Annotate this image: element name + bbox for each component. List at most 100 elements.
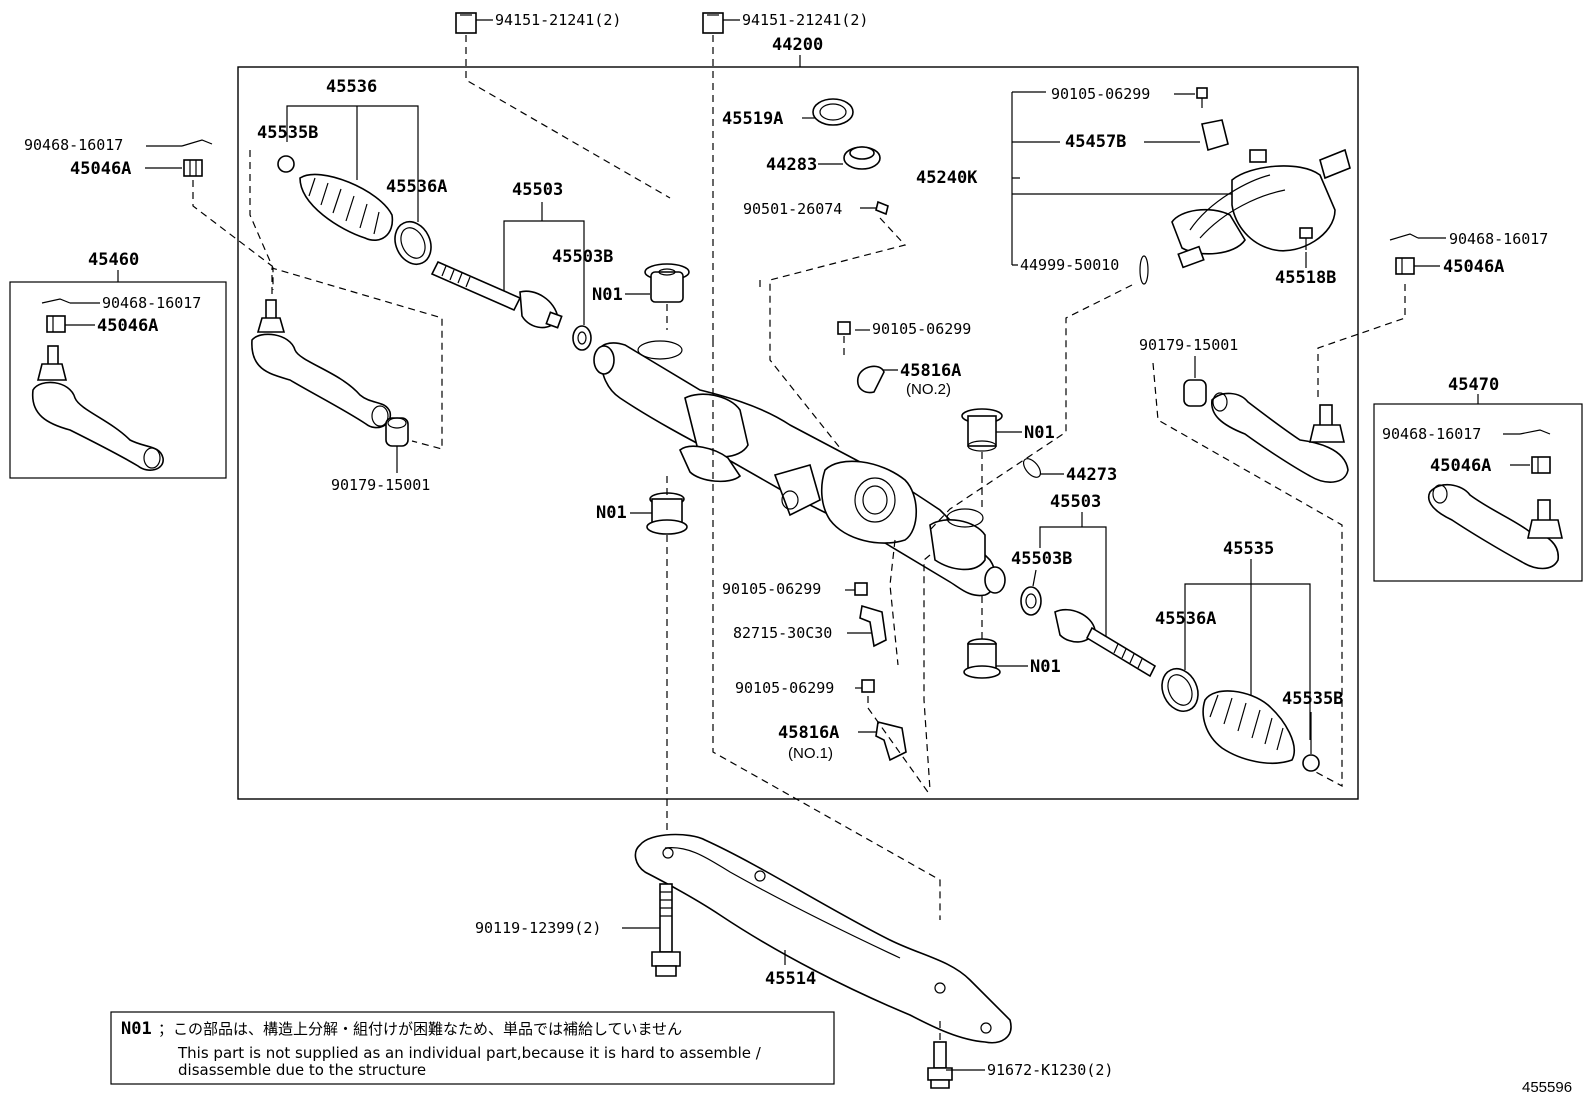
- part-label[interactable]: 90179-15001: [1139, 336, 1238, 354]
- part-label[interactable]: 44999-50010: [1020, 256, 1119, 274]
- bracket-icon: [859, 604, 887, 648]
- part-label[interactable]: 45503: [512, 180, 563, 200]
- cotter-pin-icon: [1389, 233, 1419, 241]
- part-label[interactable]: 45535B: [257, 123, 318, 143]
- mount-bushing-icon: [644, 263, 690, 303]
- part-label[interactable]: 45535: [1223, 539, 1274, 559]
- part-label[interactable]: 45816A: [778, 723, 839, 743]
- part-label[interactable]: 90105-06299: [735, 679, 834, 697]
- washer-icon: [572, 325, 592, 351]
- castle-nut-icon: [1531, 456, 1551, 474]
- mount-bushing-icon: [961, 408, 1003, 452]
- bolt-icon: [837, 321, 851, 335]
- tie-rod-end-icon: [251, 299, 392, 429]
- castle-nut-icon: [1395, 257, 1415, 275]
- assembly-label: 44200: [772, 35, 823, 55]
- gear-sensor-assy-icon: [1171, 148, 1351, 269]
- part-label[interactable]: 90105-06299: [1051, 85, 1150, 103]
- bellows-icon: [299, 173, 394, 241]
- bolt-icon: [651, 883, 681, 977]
- part-label[interactable]: 90468-16017: [24, 136, 123, 154]
- part-label[interactable]: 45046A: [70, 159, 131, 179]
- cotter-pin-icon: [41, 298, 71, 304]
- part-label[interactable]: 90468-16017: [102, 294, 201, 312]
- part-label[interactable]: 45503B: [1011, 549, 1072, 569]
- tie-rod-end-icon: [1428, 483, 1563, 570]
- bolt-icon: [854, 582, 868, 596]
- part-label[interactable]: 45536A: [386, 177, 447, 197]
- part-label[interactable]: 45046A: [1430, 456, 1491, 476]
- connector-icon: [1201, 119, 1229, 152]
- bolt-icon: [927, 1041, 953, 1089]
- part-label[interactable]: 90468-16017: [1382, 425, 1481, 443]
- part-label[interactable]: 45519A: [722, 109, 783, 129]
- part-label[interactable]: 45046A: [1443, 257, 1504, 277]
- note-english-2: disassemble due to the structure: [178, 1061, 426, 1079]
- note-box: [110, 1011, 835, 1085]
- part-label[interactable]: 90501-26074: [743, 200, 842, 218]
- bolt-icon: [861, 679, 875, 693]
- castle-nut-icon: [183, 159, 203, 177]
- part-label[interactable]: 45816A: [900, 361, 961, 381]
- part-label[interactable]: N01: [1030, 657, 1061, 677]
- steering-gear-housing-icon: [593, 340, 1006, 597]
- part-label[interactable]: 82715-30C30: [733, 624, 832, 642]
- part-label[interactable]: 45240K: [916, 168, 978, 188]
- washer-icon: [1020, 586, 1042, 616]
- tie-rod-icon: [430, 260, 563, 329]
- part-label[interactable]: 45457B: [1065, 132, 1126, 152]
- oring-icon: [1139, 255, 1149, 285]
- part-label[interactable]: N01: [1024, 423, 1055, 443]
- part-label[interactable]: 45460: [88, 250, 139, 270]
- nut-icon: [455, 12, 477, 34]
- part-label[interactable]: 90119-12399(2): [475, 919, 601, 937]
- part-label[interactable]: 90468-16017: [1449, 230, 1548, 248]
- part-label[interactable]: 94151-21241(2): [495, 11, 621, 29]
- bushing-icon: [385, 417, 409, 447]
- part-label[interactable]: 90179-15001: [331, 476, 430, 494]
- plug-icon: [875, 200, 889, 216]
- bolt-icon: [1299, 227, 1313, 250]
- diagram-id: 455596: [1522, 1079, 1572, 1096]
- part-label[interactable]: 45470: [1448, 375, 1499, 395]
- part-label[interactable]: 45046A: [97, 316, 158, 336]
- part-sublabel[interactable]: (NO.2): [906, 381, 951, 398]
- mount-bushing-icon: [646, 492, 688, 535]
- clamp-icon: [394, 221, 432, 265]
- crossmember-icon: [634, 833, 1012, 1044]
- part-label[interactable]: 45535B: [1282, 689, 1343, 709]
- part-sublabel[interactable]: (NO.1): [788, 745, 833, 762]
- part-label[interactable]: 45514: [765, 969, 816, 989]
- castle-nut-icon: [46, 315, 66, 333]
- tie-rod-icon: [1054, 608, 1157, 678]
- part-label[interactable]: N01: [592, 285, 623, 305]
- part-label[interactable]: 90105-06299: [722, 580, 821, 598]
- cotter-pin-icon: [1519, 429, 1551, 435]
- part-label[interactable]: N01: [596, 503, 627, 523]
- tie-rod-end-icon: [1211, 392, 1349, 483]
- part-label[interactable]: 44283: [766, 155, 817, 175]
- oring-icon: [1022, 458, 1042, 478]
- bracket-icon: [856, 365, 885, 394]
- mount-bushing-icon: [963, 638, 1001, 679]
- part-label[interactable]: 94151-21241(2): [742, 11, 868, 29]
- tie-rod-end-icon: [31, 345, 164, 471]
- part-label[interactable]: 45536A: [1155, 609, 1216, 629]
- part-label[interactable]: 44273: [1066, 465, 1117, 485]
- nut-icon: [702, 12, 724, 34]
- clamp-icon: [1161, 668, 1199, 712]
- bellows-icon: [1202, 690, 1295, 764]
- clip-icon: [277, 155, 295, 173]
- note-english-1: This part is not supplied as an individu…: [177, 1044, 762, 1062]
- part-label[interactable]: 45503B: [552, 247, 613, 267]
- assembly-frame: [237, 66, 1359, 800]
- part-label[interactable]: 45518B: [1275, 268, 1336, 288]
- seal-ring-icon: [812, 98, 854, 126]
- part-label[interactable]: 90105-06299: [872, 320, 971, 338]
- bearing-icon: [843, 146, 881, 170]
- part-label[interactable]: 45503: [1050, 492, 1101, 512]
- part-label[interactable]: 91672-K1230(2): [987, 1061, 1113, 1079]
- bolt-icon: [1196, 87, 1208, 108]
- part-label[interactable]: 45536: [326, 77, 377, 97]
